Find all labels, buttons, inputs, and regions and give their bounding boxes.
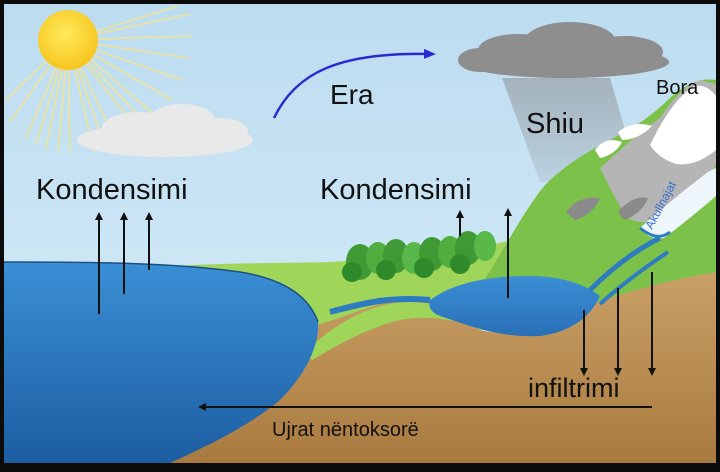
label-kondensimi-left: Kondensimi xyxy=(36,174,188,206)
rock-ledge-2 xyxy=(618,197,648,220)
light-cloud xyxy=(77,104,253,157)
river xyxy=(329,295,431,315)
sea-outline xyxy=(3,261,319,323)
snow-cap xyxy=(650,85,716,165)
label-kondensimi-right: Kondensimi xyxy=(320,174,472,206)
evaporation-arrows-right xyxy=(456,208,512,298)
label-ujrat-nentoksore: Ujrat nëntoksorë xyxy=(272,419,419,441)
stream-2 xyxy=(598,250,670,306)
rock-ledge xyxy=(566,197,600,220)
snow-patch xyxy=(595,140,622,158)
rain-cloud xyxy=(458,22,669,78)
glacier xyxy=(640,168,716,239)
sea xyxy=(4,262,319,463)
infiltration-arrows xyxy=(580,272,656,376)
label-infiltrimi: infiltrimi xyxy=(528,373,620,403)
label-shiu: Shiu xyxy=(526,108,584,140)
lake xyxy=(429,276,600,337)
sun-icon xyxy=(38,10,98,70)
label-bora: Bora xyxy=(656,77,699,99)
stream xyxy=(588,235,662,292)
label-era: Era xyxy=(330,79,374,110)
snow-patch-2 xyxy=(618,124,652,140)
forest xyxy=(342,231,496,282)
evaporation-arrows-left xyxy=(95,212,153,314)
glacier-melt xyxy=(639,226,671,238)
wind-arrow xyxy=(272,48,436,119)
